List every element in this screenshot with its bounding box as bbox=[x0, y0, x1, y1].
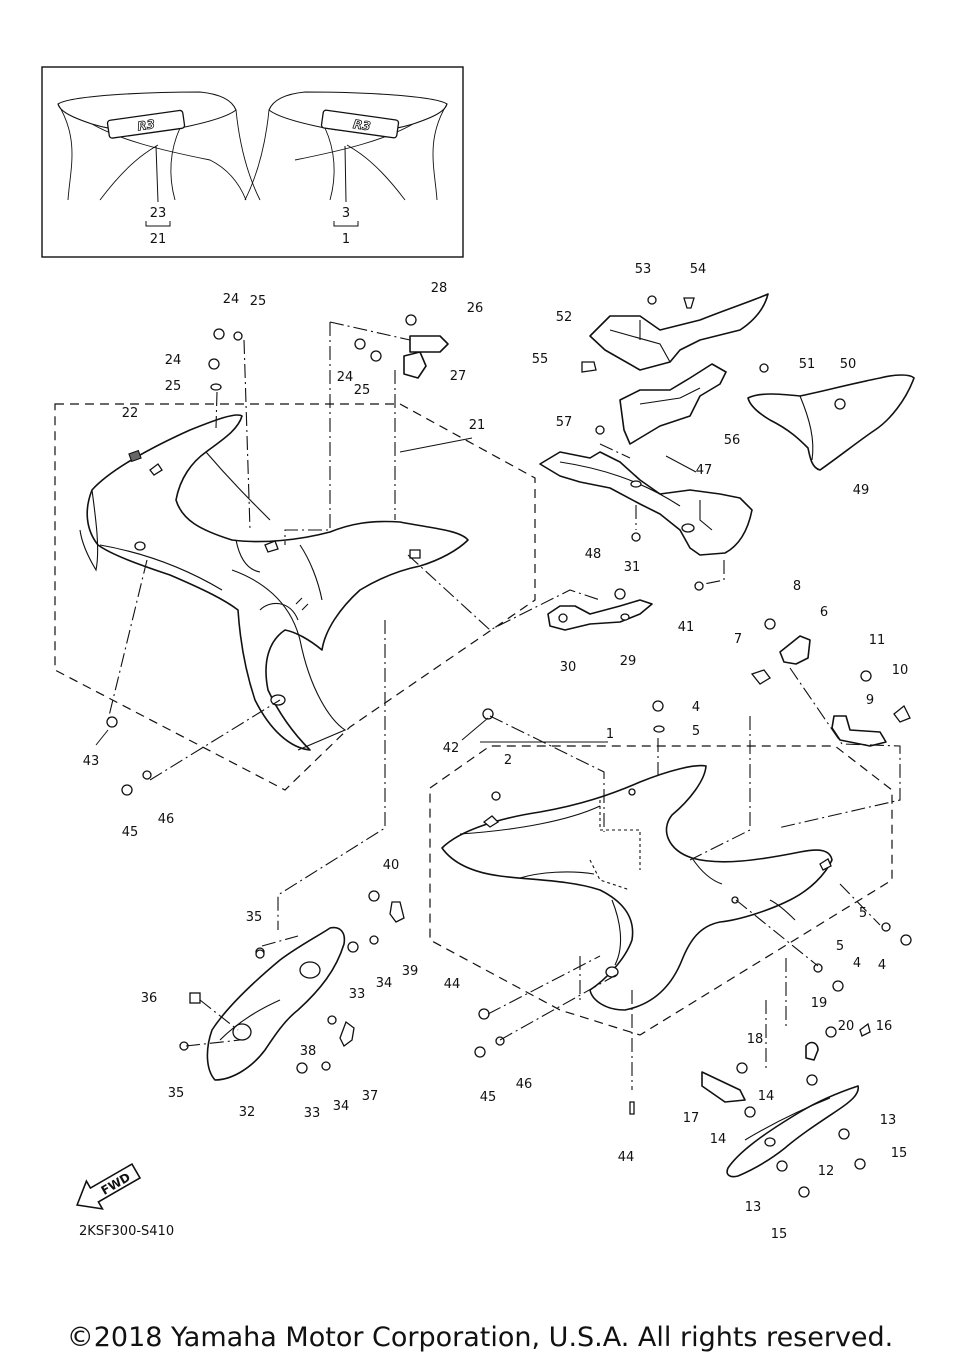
inset-label-right-bottom: 1 bbox=[342, 232, 350, 247]
callout-17: 17 bbox=[683, 1111, 700, 1126]
callout-21: 21 bbox=[469, 418, 486, 433]
callout-53: 53 bbox=[635, 262, 652, 277]
callout-1: 1 bbox=[606, 727, 614, 742]
callout-4a: 4 bbox=[692, 700, 700, 715]
callout-33b: 33 bbox=[304, 1106, 321, 1121]
callout-56: 56 bbox=[724, 433, 741, 448]
copyright-notice: ©2018 Yamaha Motor Corporation, U.S.A. A… bbox=[66, 1322, 894, 1353]
callout-46b: 46 bbox=[516, 1077, 533, 1092]
inset-label-left-bottom: 21 bbox=[150, 232, 167, 247]
callout-5a: 5 bbox=[692, 724, 700, 739]
callout-57: 57 bbox=[556, 415, 573, 430]
callout-24c: 24 bbox=[337, 370, 354, 385]
svg-text:R3: R3 bbox=[136, 117, 155, 133]
svg-text:R3: R3 bbox=[352, 117, 371, 133]
callout-43: 43 bbox=[83, 754, 100, 769]
callout-35b: 35 bbox=[168, 1086, 185, 1101]
callout-20: 20 bbox=[838, 1019, 855, 1034]
callout-29: 29 bbox=[620, 654, 637, 669]
callout-8: 8 bbox=[793, 579, 801, 594]
left-side-cowling bbox=[54, 403, 536, 791]
callout-27: 27 bbox=[450, 369, 467, 384]
callout-32: 32 bbox=[239, 1105, 256, 1120]
callout-40: 40 bbox=[383, 858, 400, 873]
callout-13a: 13 bbox=[880, 1113, 897, 1128]
callout-5c: 5 bbox=[836, 939, 844, 954]
callout-25b: 25 bbox=[165, 379, 182, 394]
callout-52: 52 bbox=[556, 310, 573, 325]
callout-50: 50 bbox=[840, 357, 857, 372]
leader-lines bbox=[95, 437, 697, 746]
right-side-cowling bbox=[429, 745, 893, 1036]
callout-41: 41 bbox=[678, 620, 695, 635]
inner-panels bbox=[403, 293, 915, 747]
callout-4b: 4 bbox=[878, 958, 886, 973]
callout-7: 7 bbox=[734, 632, 742, 647]
callout-19: 19 bbox=[811, 996, 828, 1011]
callout-34a: 34 bbox=[376, 976, 393, 991]
callout-24a: 24 bbox=[223, 292, 240, 307]
callout-13b: 13 bbox=[745, 1200, 762, 1215]
right-lower-cover bbox=[701, 1041, 860, 1178]
callout-49: 49 bbox=[853, 483, 870, 498]
callout-47: 47 bbox=[696, 463, 713, 478]
callout-9: 9 bbox=[866, 693, 874, 708]
callout-25c: 25 bbox=[354, 383, 371, 398]
callout-44b: 44 bbox=[618, 1150, 635, 1165]
callout-2: 2 bbox=[504, 753, 512, 768]
assembly-lines bbox=[107, 321, 901, 1090]
callout-37: 37 bbox=[362, 1089, 379, 1104]
callout-18: 18 bbox=[747, 1032, 764, 1047]
callout-16: 16 bbox=[876, 1019, 893, 1034]
callout-10: 10 bbox=[892, 663, 909, 678]
callout-12: 12 bbox=[818, 1164, 835, 1179]
callout-22: 22 bbox=[122, 406, 139, 421]
callout-48: 48 bbox=[585, 547, 602, 562]
callout-33a: 33 bbox=[349, 987, 366, 1002]
callout-30: 30 bbox=[560, 660, 577, 675]
callout-44a: 44 bbox=[444, 977, 461, 992]
callout-55: 55 bbox=[532, 352, 549, 367]
decal-inset: R3 R3 23 21 3 1 bbox=[41, 66, 464, 258]
callout-36: 36 bbox=[141, 991, 158, 1006]
callout-26: 26 bbox=[467, 301, 484, 316]
callout-34b: 34 bbox=[333, 1099, 350, 1114]
callout-24b: 24 bbox=[165, 353, 182, 368]
inset-label-left-top: 23 bbox=[150, 206, 167, 221]
callout-39: 39 bbox=[402, 964, 419, 979]
callout-35a: 35 bbox=[246, 910, 263, 925]
callout-15b: 15 bbox=[771, 1227, 788, 1242]
diagram-code: 2KSF300-S410 bbox=[79, 1224, 174, 1239]
callout-38: 38 bbox=[300, 1044, 317, 1059]
callout-11: 11 bbox=[869, 633, 886, 648]
callout-15a: 15 bbox=[891, 1146, 908, 1161]
callout-46a: 46 bbox=[158, 812, 175, 827]
callout-45b: 45 bbox=[480, 1090, 497, 1105]
callout-6: 6 bbox=[820, 605, 828, 620]
callout-51: 51 bbox=[799, 357, 816, 372]
callout-54: 54 bbox=[690, 262, 707, 277]
callout-45a: 45 bbox=[122, 825, 139, 840]
callout-14b: 14 bbox=[710, 1132, 727, 1147]
callout-28: 28 bbox=[431, 281, 448, 296]
callout-14a: 14 bbox=[758, 1089, 775, 1104]
callout-25a: 25 bbox=[250, 294, 267, 309]
callout-4c: 4 bbox=[853, 956, 861, 971]
callout-31: 31 bbox=[624, 560, 641, 575]
callout-labels: 1 2 4 5 6 7 8 9 10 11 5 4 5 4 19 20 16 1… bbox=[83, 262, 909, 1242]
fwd-arrow-icon: FWD bbox=[75, 1162, 142, 1210]
inset-label-right-top: 3 bbox=[342, 206, 350, 221]
callout-42: 42 bbox=[443, 741, 460, 756]
callout-5b: 5 bbox=[859, 906, 867, 921]
